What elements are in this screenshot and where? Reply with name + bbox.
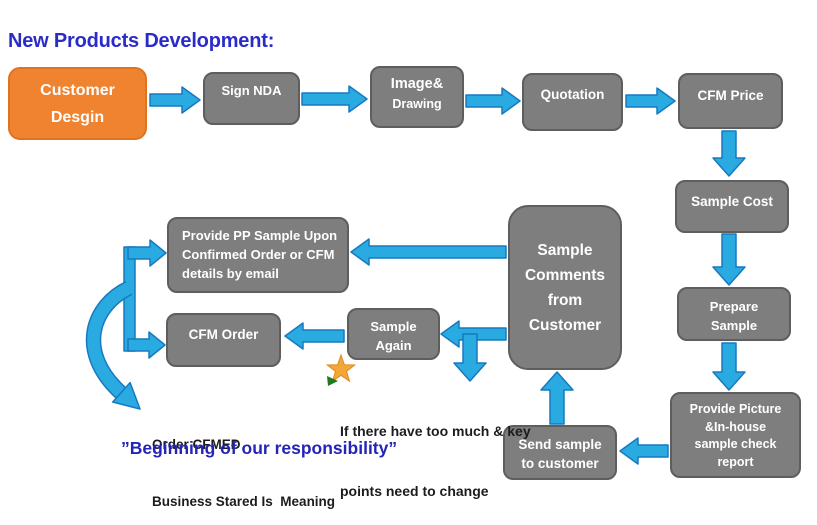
page-title: New Products Development: bbox=[8, 30, 275, 52]
box-image-drawing: Image& Drawing bbox=[370, 66, 464, 128]
arrow-image-to-quotation-icon bbox=[465, 87, 521, 115]
box-label: Prepare bbox=[709, 299, 759, 314]
box-label: Customer bbox=[40, 81, 115, 99]
bracket-vertical-line bbox=[123, 246, 136, 352]
arrow-customer-to-nda-icon bbox=[149, 86, 201, 114]
note-line: points need to change bbox=[340, 483, 489, 499]
box-label: Provide Picture bbox=[689, 402, 782, 416]
box-sample-again: Sample Again bbox=[347, 308, 440, 360]
box-label: Again bbox=[375, 338, 412, 353]
arrow-samplecost-to-prepare-icon bbox=[712, 233, 746, 286]
note-line: If there have too much & key bbox=[340, 423, 531, 439]
box-label: Send sample bbox=[518, 437, 602, 452]
box-label: Sample bbox=[710, 318, 758, 333]
box-sign-nda: Sign NDA bbox=[203, 72, 300, 125]
change-note: If there have too much & key points need… bbox=[340, 381, 531, 525]
arrow-comments-to-pp-icon bbox=[350, 238, 507, 266]
box-label: Customer bbox=[528, 316, 602, 334]
box-label: details by email bbox=[182, 266, 279, 281]
note-line: Order CFMED bbox=[152, 437, 241, 452]
box-label: to customer bbox=[521, 456, 599, 471]
box-customer-design: Customer Desgin bbox=[8, 67, 147, 140]
box-quotation: Quotation bbox=[522, 73, 623, 131]
arrow-picture-to-sendsample-icon bbox=[619, 437, 669, 465]
star-icon bbox=[325, 353, 357, 383]
box-label: Image& bbox=[390, 76, 444, 92]
box-label: CFM Price bbox=[697, 88, 764, 103]
curved-arrow-to-note-icon bbox=[87, 282, 132, 398]
box-label: Provide PP Sample Upon bbox=[182, 228, 338, 243]
box-cfm-order: CFM Order bbox=[166, 313, 281, 367]
arrow-bracket-to-pp-icon bbox=[127, 239, 167, 267]
arrow-again-to-cfmorder-icon bbox=[284, 322, 345, 350]
arrow-prepare-to-picture-icon bbox=[712, 342, 746, 391]
arrow-branch-to-note-icon bbox=[453, 333, 487, 382]
arrow-sendsample-to-comments-icon bbox=[540, 371, 574, 425]
note-line: Business Stared Is Meaning bbox=[152, 494, 336, 509]
responsibility-note: ”Beginning of our responsibility” bbox=[121, 438, 398, 458]
box-label: Drawing bbox=[392, 96, 442, 111]
box-label: Quotation bbox=[540, 87, 605, 102]
box-label: Sample bbox=[537, 241, 593, 259]
order-note: Order CFMED Business Stared Is Meaning bbox=[152, 397, 335, 525]
box-provide-pp-sample: Provide PP Sample Upon Confirmed Order o… bbox=[167, 217, 349, 293]
box-send-sample: Send sample to customer bbox=[503, 425, 617, 480]
box-label: Comments bbox=[524, 266, 606, 284]
box-label: Desgin bbox=[50, 108, 105, 126]
arrow-bracket-to-cfmorder-icon bbox=[127, 331, 166, 359]
arrow-comments-to-again-icon bbox=[440, 320, 507, 348]
arrow-quotation-to-cfmprice-icon bbox=[625, 87, 676, 115]
box-label: sample check bbox=[694, 437, 777, 451]
box-label: Sign NDA bbox=[221, 83, 282, 98]
box-prepare-sample: Prepare Sample bbox=[677, 287, 791, 341]
box-provide-picture-report: Provide Picture &In-house sample check r… bbox=[670, 392, 801, 478]
arrow-cfmprice-to-samplecost-icon bbox=[712, 130, 746, 177]
box-label: Sample bbox=[370, 319, 417, 334]
box-label: CFM Order bbox=[188, 327, 259, 342]
green-flag-icon bbox=[327, 376, 338, 386]
box-label: &In-house bbox=[704, 419, 767, 434]
box-sample-cost: Sample Cost bbox=[675, 180, 789, 233]
box-label: report bbox=[717, 454, 754, 469]
box-label: Sample Cost bbox=[691, 194, 773, 209]
arrow-nda-to-image-icon bbox=[301, 85, 368, 113]
box-label: Confirmed Order or CFM bbox=[182, 247, 335, 262]
box-sample-comments: Sample Comments from Customer bbox=[508, 205, 622, 370]
curved-arrowhead-icon bbox=[111, 381, 141, 410]
box-cfm-price: CFM Price bbox=[678, 73, 783, 129]
box-label: from bbox=[547, 291, 583, 309]
curved-arrow-border bbox=[85, 280, 133, 399]
